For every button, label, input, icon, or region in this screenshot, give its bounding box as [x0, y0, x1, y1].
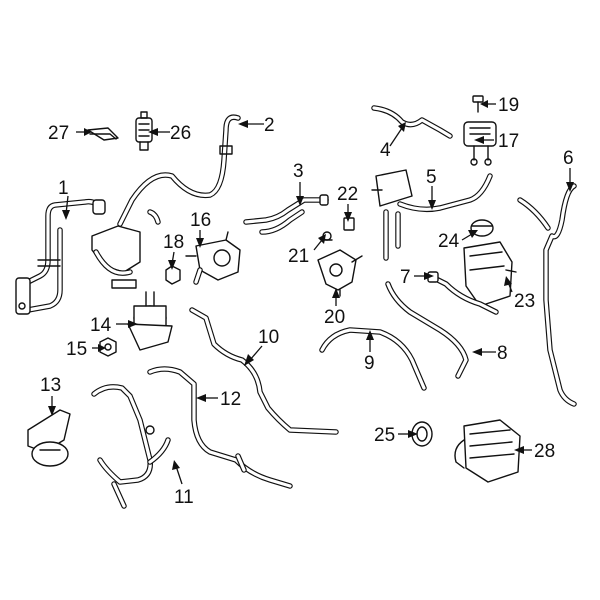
- part-3-hose: [243, 194, 329, 235]
- callout-9: 9: [364, 353, 375, 374]
- callout-11: 11: [174, 487, 194, 508]
- callout-25: 25: [374, 425, 395, 446]
- part-7-hose: [427, 271, 499, 315]
- callout-1: 1: [58, 178, 69, 199]
- callout-17: 17: [498, 131, 519, 152]
- callout-27: 27: [48, 123, 69, 144]
- part-10-hose: [189, 307, 339, 435]
- part-17-solenoid: [463, 121, 497, 166]
- part-26-valve: [135, 111, 153, 151]
- callout-12: 12: [220, 389, 241, 410]
- callout-13: 13: [40, 375, 61, 396]
- part-15-nut: [99, 337, 117, 357]
- part-2-heater-hose: [91, 114, 241, 289]
- callout-26: 26: [170, 123, 191, 144]
- callout-3: 3: [293, 161, 304, 182]
- part-18-nut: [165, 265, 181, 285]
- part-16-water-valve: [185, 231, 241, 285]
- part-23-reservoir: [463, 241, 517, 307]
- part-11-hose: [91, 384, 171, 509]
- callout-23: 23: [514, 291, 535, 312]
- callout-28: 28: [534, 441, 555, 462]
- callout-24: 24: [438, 231, 460, 252]
- callout-8: 8: [497, 343, 508, 364]
- part-6-hose: [517, 183, 577, 407]
- part-4-hose: [371, 105, 453, 139]
- callout-18: 18: [163, 232, 184, 253]
- callout-10: 10: [258, 327, 279, 348]
- part-9-hose: [319, 327, 427, 391]
- callout-14: 14: [90, 315, 112, 336]
- part-5-hose-assembly: [371, 169, 493, 261]
- part-13-bracket: [27, 409, 71, 467]
- callout-22: 22: [337, 184, 358, 205]
- part-14-aux-pump: [127, 291, 173, 351]
- callout-21: 21: [288, 246, 309, 267]
- part-12-hose: [147, 366, 293, 489]
- part-19-bolt: [472, 95, 484, 113]
- part-1-coolant-pipe: [15, 198, 106, 315]
- callout-19: 19: [498, 95, 519, 116]
- part-27-clip: [87, 127, 119, 141]
- callout-16: 16: [190, 210, 211, 231]
- part-22-clip: [343, 217, 355, 231]
- callout-2: 2: [264, 115, 275, 136]
- callout-6: 6: [563, 148, 574, 169]
- callout-5: 5: [426, 167, 437, 188]
- callout-20: 20: [324, 307, 345, 328]
- part-28-module: [454, 419, 521, 483]
- part-8-hose: [385, 281, 469, 379]
- callout-7: 7: [400, 267, 411, 288]
- leader-arrows: [48, 100, 574, 485]
- part-20-pump: [317, 249, 363, 297]
- callout-15: 15: [66, 339, 87, 360]
- callout-4: 4: [380, 140, 391, 161]
